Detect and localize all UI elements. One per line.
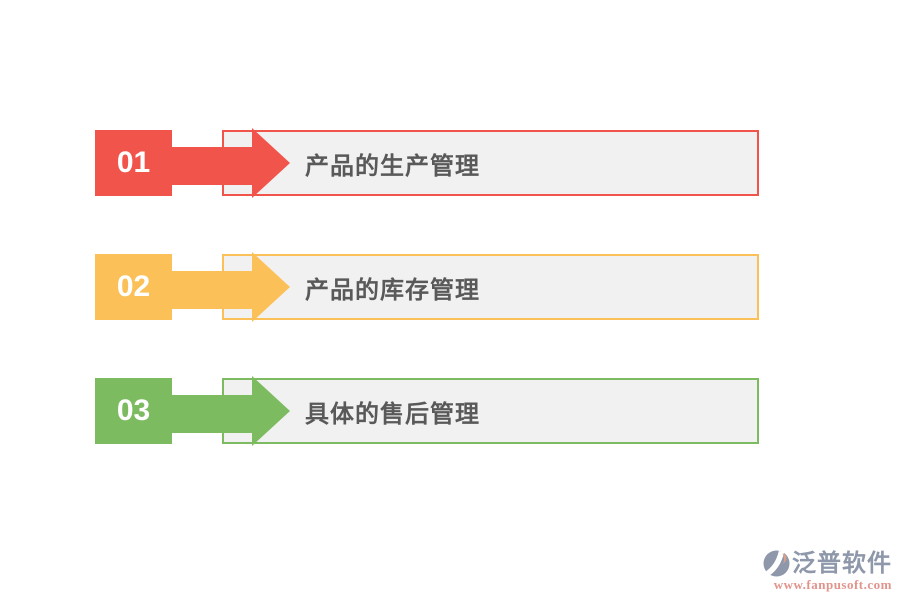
step-2-title-panel: 产品的库存管理 [222, 254, 759, 320]
step-2-title: 产品的库存管理 [305, 276, 480, 304]
process-step-1: 产品的生产管理 01 [0, 128, 900, 198]
step-2-number-badge: 02 [95, 254, 172, 320]
step-3-number-badge: 03 [95, 378, 172, 444]
brand-watermark: 泛普软件 www.fanpusoft.com [763, 550, 892, 591]
step-1-number-badge: 01 [95, 130, 172, 196]
brand-website: www.fanpusoft.com [773, 577, 892, 592]
step-3-title: 具体的售后管理 [305, 400, 480, 428]
process-step-2: 产品的库存管理 02 [0, 252, 900, 322]
step-1-title-panel: 产品的生产管理 [222, 130, 759, 196]
fanpu-logo-icon [763, 550, 790, 577]
process-step-3: 具体的售后管理 03 [0, 376, 900, 446]
step-1-title: 产品的生产管理 [305, 152, 480, 180]
step-3-title-panel: 具体的售后管理 [222, 378, 759, 444]
brand-name: 泛普软件 [792, 549, 892, 577]
